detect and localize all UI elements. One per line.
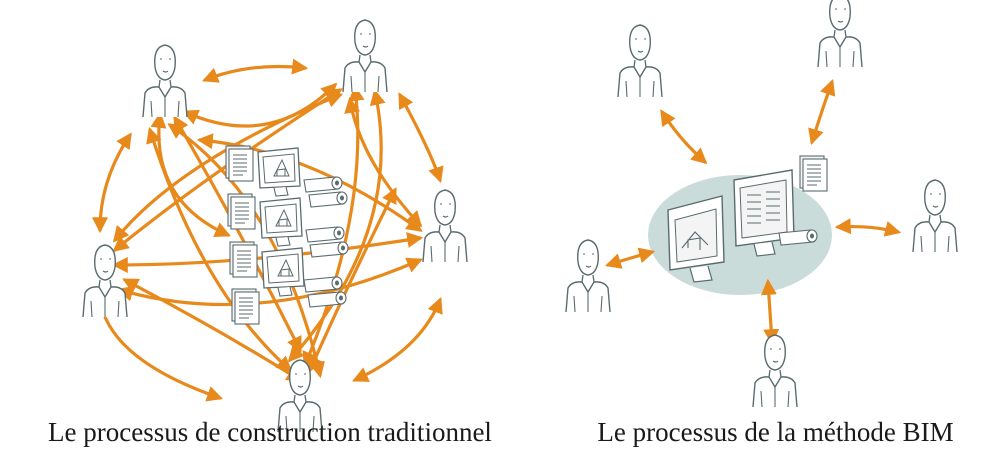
person-sketch-icon (142, 44, 188, 118)
bim-central-monitor-right (733, 169, 795, 257)
person-sketch-icon (422, 189, 468, 263)
bim-central-monitor-left (667, 195, 725, 283)
traditional-process-diagram (82, 19, 468, 433)
bim-process-caption: Le processus de la méthode BIM (597, 417, 954, 447)
person-sketch-icon (817, 0, 863, 68)
person-sketch-icon (752, 334, 798, 408)
traditional-monitors (257, 147, 305, 297)
traditional-documents (225, 145, 260, 325)
person-sketch-icon (912, 179, 958, 253)
document-stack-icon (799, 155, 828, 192)
bim-process-diagram (565, 0, 958, 408)
traditional-process-caption: Le processus de construction traditionne… (48, 417, 492, 447)
person-sketch-icon (617, 24, 663, 98)
person-sketch-icon (82, 244, 128, 318)
person-sketch-icon (342, 19, 388, 93)
person-sketch-icon (565, 239, 611, 313)
